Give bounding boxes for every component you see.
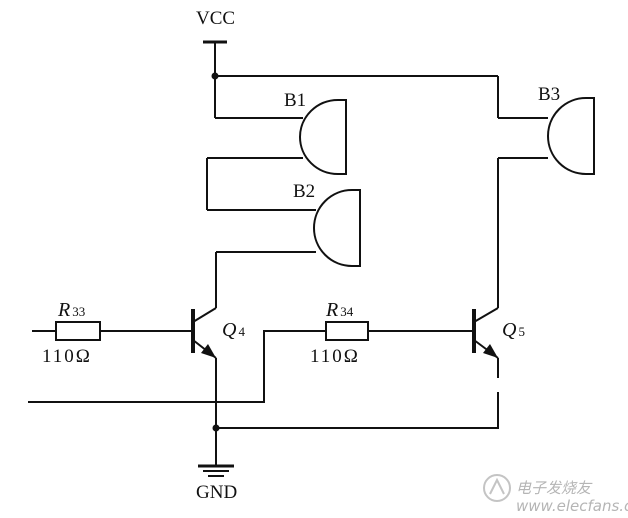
watermark: 电子发烧友 www.elecfans.com	[483, 474, 628, 515]
r34-ref-index: 34	[340, 304, 354, 319]
q5-ref-letter: Q	[502, 319, 517, 341]
r33-ref-letter: R	[57, 299, 70, 321]
b2-label: B2	[293, 181, 315, 202]
resistor-r33	[32, 321, 193, 341]
b3-label: B3	[538, 84, 560, 105]
buzzer-b1	[207, 99, 347, 175]
q5-emitter-arrow	[483, 344, 498, 358]
r34-ref-letter: R	[325, 299, 338, 321]
r34-input-wire	[28, 330, 326, 403]
r33-ref-index: 33	[72, 304, 85, 319]
b1-symbol	[299, 99, 347, 175]
b3-symbol	[547, 97, 595, 175]
q4-emitter-arrow	[201, 344, 216, 358]
buzzer-b2	[207, 189, 361, 308]
q5-collector-leg	[473, 307, 499, 323]
watermark-url: www.elecfans.com	[516, 497, 628, 515]
vcc-label: VCC	[196, 8, 235, 29]
watermark-text: 电子发烧友	[516, 479, 593, 497]
q4-ref-index: 4	[238, 324, 245, 339]
b1-label: B1	[284, 90, 306, 111]
vcc-supply	[203, 40, 499, 118]
b2-symbol	[313, 189, 361, 267]
r33-body	[55, 321, 101, 341]
r33-value: 110Ω	[42, 346, 92, 367]
transistor-q5	[216, 307, 499, 429]
watermark-logo-icon	[483, 474, 511, 502]
r34-body	[325, 321, 369, 341]
r34-value: 110Ω	[310, 346, 360, 367]
resistor-r34	[325, 321, 474, 341]
gnd-junction	[212, 424, 220, 432]
buzzer-b3	[497, 97, 595, 308]
q5-emitter-to-gnd	[216, 392, 499, 429]
ground-symbol	[198, 424, 234, 477]
transistor-q4	[191, 307, 217, 466]
watermark-logo-mark	[489, 477, 505, 495]
q4-ref-letter: Q	[222, 319, 237, 341]
q5-ref-index: 5	[518, 324, 525, 339]
q4-collector-leg	[192, 307, 217, 323]
gnd-label: GND	[196, 482, 237, 503]
